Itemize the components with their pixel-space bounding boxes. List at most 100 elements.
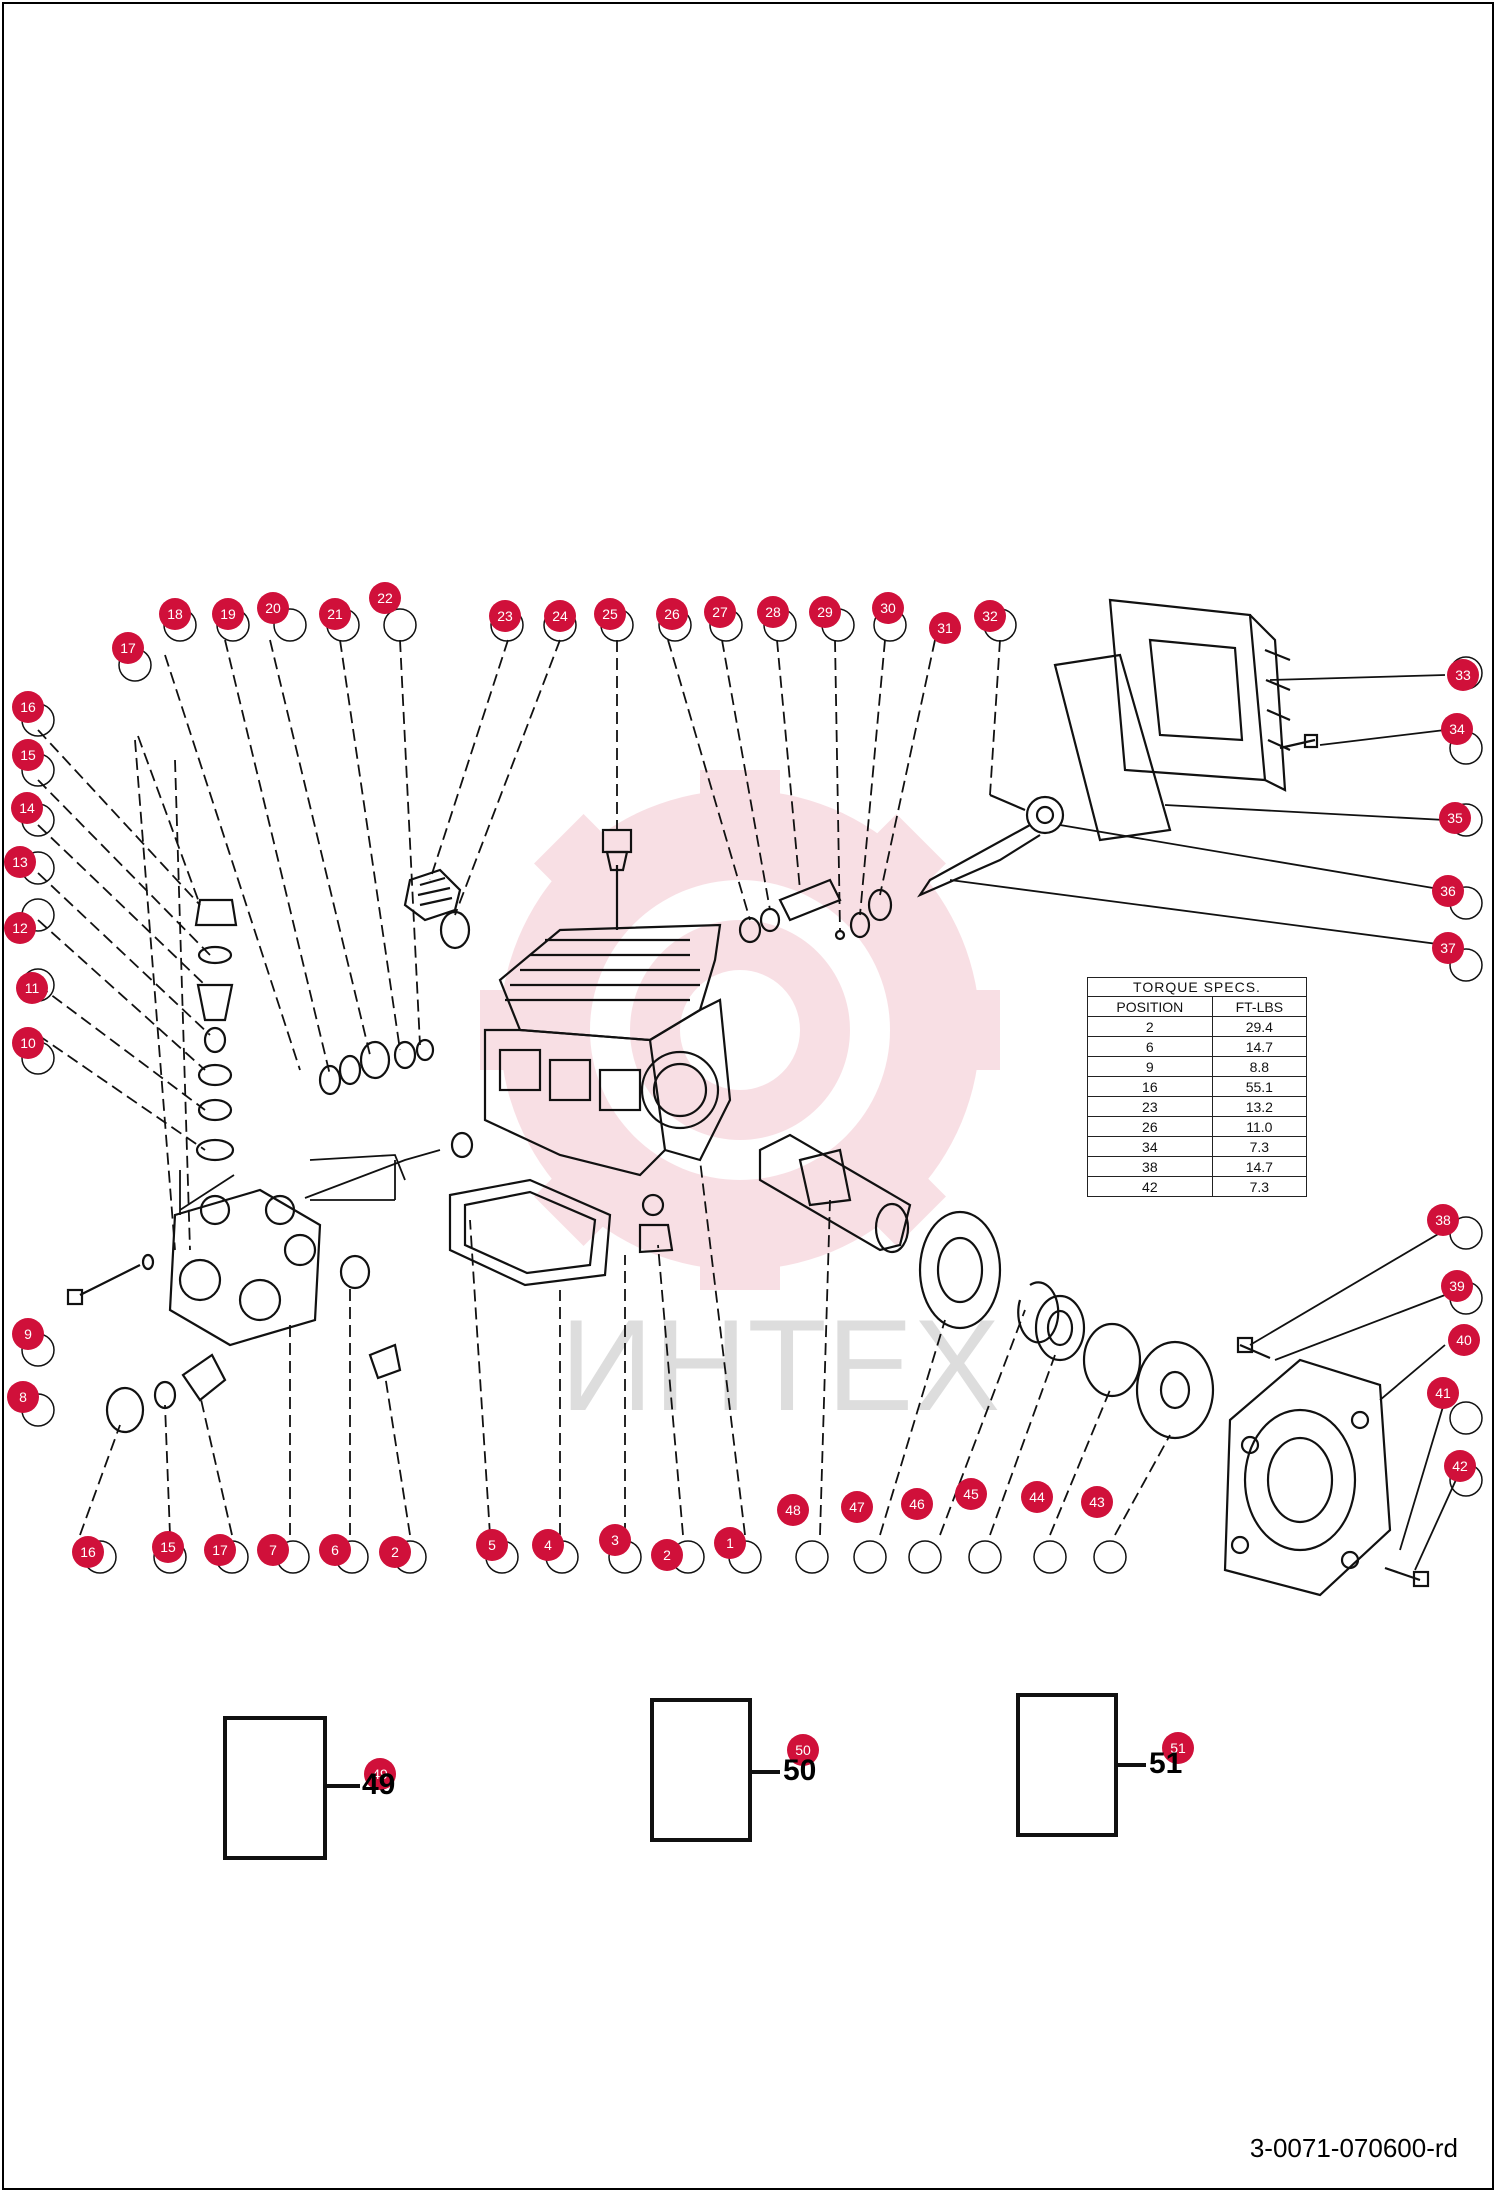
callout-label: 10 bbox=[20, 1035, 36, 1051]
torque-header-ftlbs: FT-LBS bbox=[1211, 996, 1308, 1017]
callout-43: 43 bbox=[1081, 1486, 1113, 1518]
bearing bbox=[918, 1210, 1002, 1330]
callout-28: 28 bbox=[757, 596, 789, 628]
callout-21: 21 bbox=[319, 598, 351, 630]
callout-label: 28 bbox=[765, 604, 781, 620]
callout-label: 4 bbox=[544, 1537, 552, 1553]
plug-23 bbox=[403, 868, 462, 922]
callout-label: 14 bbox=[19, 800, 35, 816]
torque-position: 38 bbox=[1087, 1156, 1213, 1177]
callout-label: 7 bbox=[269, 1542, 277, 1558]
callout-label: 1 bbox=[726, 1535, 734, 1551]
callout-label: 41 bbox=[1435, 1385, 1451, 1401]
callout-29: 29 bbox=[809, 596, 841, 628]
drain-plug bbox=[638, 1193, 674, 1254]
seal-kit bbox=[318, 1038, 474, 1159]
callout-label: 25 bbox=[602, 606, 618, 622]
callout-label: 35 bbox=[1447, 810, 1463, 826]
part-box-49 bbox=[223, 1716, 327, 1860]
callout-15: 15 bbox=[12, 739, 44, 771]
callout-30: 30 bbox=[872, 592, 904, 624]
shaft-seal bbox=[1034, 1294, 1086, 1362]
callout-40: 40 bbox=[1448, 1324, 1480, 1356]
callout-label: 16 bbox=[80, 1544, 96, 1560]
callout-24: 24 bbox=[544, 600, 576, 632]
callout-label: 39 bbox=[1449, 1278, 1465, 1294]
callout-label: 29 bbox=[817, 604, 833, 620]
callout-label: 37 bbox=[1440, 940, 1456, 956]
callout-45: 45 bbox=[955, 1478, 987, 1510]
callout-label: 48 bbox=[785, 1502, 801, 1518]
watermark-logo bbox=[480, 770, 1000, 1290]
side-cover bbox=[1135, 1340, 1215, 1440]
torque-header-position: POSITION bbox=[1087, 996, 1213, 1017]
callout-49: 49 bbox=[364, 1758, 396, 1790]
callout-48: 48 bbox=[777, 1494, 809, 1526]
connecting-rod bbox=[917, 793, 1065, 898]
callout-36: 36 bbox=[1432, 875, 1464, 907]
callout-label: 11 bbox=[25, 980, 40, 996]
rear-cover bbox=[1108, 598, 1291, 792]
callout-18: 18 bbox=[159, 598, 191, 630]
part-box-50 bbox=[650, 1698, 752, 1842]
callout-label: 22 bbox=[377, 590, 393, 606]
crankshaft bbox=[758, 1133, 912, 1254]
callout-41: 41 bbox=[1427, 1377, 1459, 1409]
callout-15: 15 bbox=[152, 1531, 184, 1563]
callout-label: 17 bbox=[120, 640, 136, 656]
valve-stack bbox=[194, 898, 238, 1162]
o-ring-44 bbox=[1082, 1322, 1142, 1398]
callout-label: 51 bbox=[1170, 1740, 1186, 1756]
callout-label: 20 bbox=[265, 600, 281, 616]
callout-label: 5 bbox=[488, 1537, 496, 1553]
callout-label: 49 bbox=[372, 1766, 388, 1782]
callout-label: 44 bbox=[1029, 1489, 1045, 1505]
torque-position: 9 bbox=[1087, 1056, 1213, 1077]
torque-value: 7.3 bbox=[1211, 1136, 1308, 1157]
torque-value: 11.0 bbox=[1211, 1116, 1308, 1137]
plunger-parts bbox=[738, 878, 893, 944]
callout-39: 39 bbox=[1441, 1270, 1473, 1302]
callout-label: 24 bbox=[552, 608, 568, 624]
callout-8: 8 bbox=[7, 1381, 39, 1413]
callout-label: 34 bbox=[1449, 721, 1465, 737]
torque-value: 14.7 bbox=[1211, 1036, 1308, 1057]
callout-4: 4 bbox=[532, 1529, 564, 1561]
callout-label: 12 bbox=[12, 920, 28, 936]
torque-value: 7.3 bbox=[1211, 1176, 1308, 1197]
torque-value: 29.4 bbox=[1211, 1016, 1308, 1037]
callout-22: 22 bbox=[369, 582, 401, 614]
callout-31: 31 bbox=[929, 612, 961, 644]
callout-label: 17 bbox=[212, 1542, 228, 1558]
callout-16: 16 bbox=[12, 691, 44, 723]
torque-value: 8.8 bbox=[1211, 1056, 1308, 1077]
part-box-label-50: 50 bbox=[783, 1754, 817, 1787]
callout-35: 35 bbox=[1439, 802, 1471, 834]
callout-label: 50 bbox=[795, 1742, 811, 1758]
callout-label: 47 bbox=[849, 1499, 865, 1515]
torque-position: 42 bbox=[1087, 1176, 1213, 1197]
callout-label: 16 bbox=[20, 699, 36, 715]
torque-value: 55.1 bbox=[1211, 1076, 1308, 1097]
callout-17: 17 bbox=[204, 1534, 236, 1566]
part-box-label-49: 49 bbox=[362, 1768, 396, 1801]
callout-5: 5 bbox=[476, 1529, 508, 1561]
callout-label: 18 bbox=[167, 606, 183, 622]
callout-label: 9 bbox=[24, 1326, 32, 1342]
callout-19: 19 bbox=[212, 598, 244, 630]
callout-label: 40 bbox=[1456, 1332, 1472, 1348]
callout-27: 27 bbox=[704, 596, 736, 628]
callout-label: 15 bbox=[20, 747, 36, 763]
callout-label: 6 bbox=[331, 1542, 339, 1558]
callout-label: 31 bbox=[937, 620, 953, 636]
callout-label: 32 bbox=[982, 608, 998, 624]
callout-17: 17 bbox=[112, 632, 144, 664]
callout-10: 10 bbox=[12, 1027, 44, 1059]
